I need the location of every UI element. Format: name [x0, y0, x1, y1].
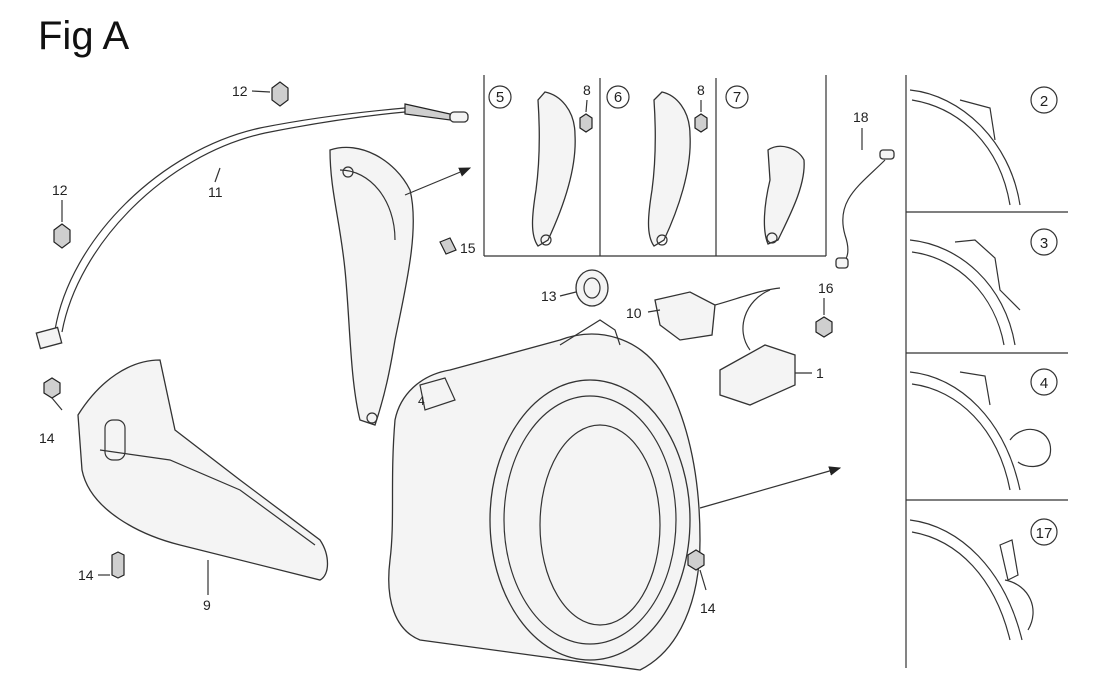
callout-7: 7: [733, 89, 741, 106]
variant-4: 4: [909, 368, 1058, 491]
label-14b: 14: [78, 567, 94, 583]
shroud-plate-5: [531, 91, 576, 247]
bolt-14-lower-left: 14: [78, 551, 125, 583]
shroud-plate-7: [763, 145, 805, 245]
bolt-12-top: 12: [232, 81, 289, 107]
variant-panel-top: 5 6 7 8 8: [483, 75, 827, 257]
label-9: 9: [203, 597, 211, 613]
label-12b: 12: [52, 182, 68, 198]
label-10: 10: [626, 305, 642, 321]
svg-text:4: 4: [418, 394, 425, 408]
cable-11: 11: [35, 103, 469, 350]
bolt-14-upper-left: 14: [39, 377, 63, 446]
label-12a: 12: [232, 83, 248, 99]
callout-2: 2: [1040, 93, 1048, 110]
label-13: 13: [541, 288, 557, 304]
bolt-8b: [694, 113, 708, 133]
callout-17: 17: [1036, 525, 1053, 542]
callout-5: 5: [496, 89, 504, 106]
variant-17: 17: [909, 518, 1058, 641]
label-15: 15: [460, 240, 476, 256]
bolt-16: 16: [815, 280, 834, 338]
cable-18: 18: [835, 109, 895, 269]
variant-panel-right: 2 3 4 17: [905, 75, 1068, 668]
grommet-13: 13: [541, 269, 609, 307]
label-14c: 14: [700, 600, 716, 616]
switch-10: 10: [626, 287, 781, 341]
variant-3: 3: [909, 228, 1058, 346]
shroud-plate-6: [647, 91, 691, 247]
variant-2: 2: [909, 86, 1058, 206]
callout-6-circle: [606, 85, 630, 109]
callout-5-circle: [488, 85, 512, 109]
screw-15: 15: [439, 237, 476, 256]
label-8b: 8: [697, 82, 705, 98]
bolt-12-left: 12: [52, 182, 71, 249]
fan-shroud: 4: [388, 319, 842, 671]
callout-4: 4: [1040, 375, 1048, 392]
label-14a: 14: [39, 430, 55, 446]
figure-title: Fig A: [38, 14, 130, 58]
callout-3: 3: [1040, 235, 1048, 252]
control-unit-1: 1: [719, 289, 824, 406]
callout-6: 6: [614, 89, 622, 106]
label-8a: 8: [583, 82, 591, 98]
bolt-14-center: 14: [687, 549, 716, 616]
air-guide-plate: [329, 146, 472, 426]
label-18: 18: [853, 109, 869, 125]
label-11: 11: [208, 184, 223, 200]
label-16: 16: [818, 280, 834, 296]
label-1: 1: [816, 365, 824, 381]
callout-7-circle: [725, 85, 749, 109]
bolt-8a: [579, 113, 593, 133]
guard-plate-9: 9: [77, 359, 329, 613]
